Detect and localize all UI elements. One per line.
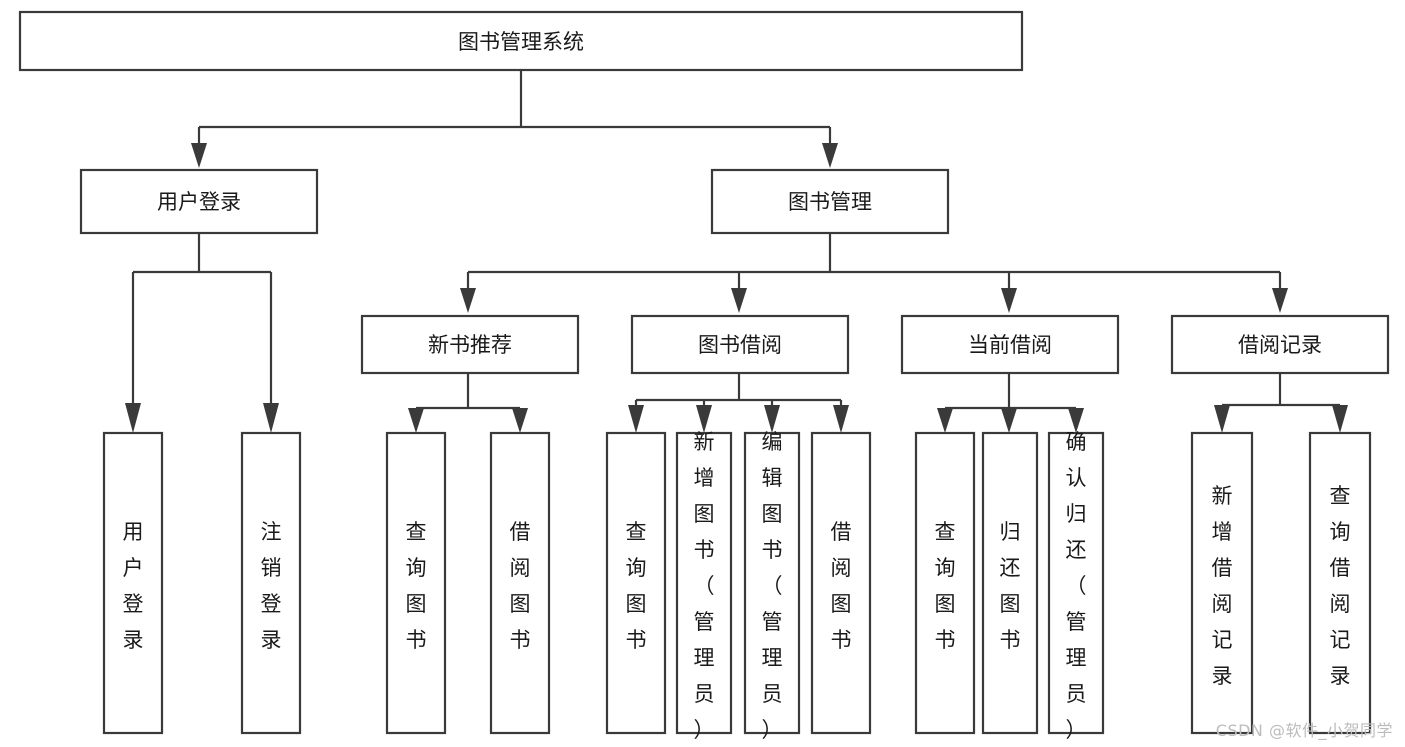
leaf-bb-add-book-label: 新增图书（管理员）	[694, 430, 715, 742]
node-book-management-label: 图书管理	[788, 190, 872, 214]
leaf-logout-box[interactable]	[240, 431, 302, 735]
leaf-node[interactable]: 新增借阅记录	[1190, 431, 1254, 735]
leaf-node[interactable]: 新增图书（管理员）	[675, 430, 733, 742]
leaf-cb-query-book-box[interactable]	[914, 431, 976, 735]
arrow-head-new-book-recommend	[460, 288, 476, 313]
leaf-nbr-query-book-box[interactable]	[385, 431, 447, 735]
leaf-node[interactable]: 查询图书	[385, 431, 447, 735]
node-current-borrow[interactable]: 当前借阅	[900, 314, 1120, 375]
node-book-borrow[interactable]: 图书借阅	[630, 314, 850, 375]
arrow-head-leaf-logout	[263, 403, 279, 433]
arrow-head-nbr-leaf-1	[408, 408, 424, 433]
arrow-head-borrow-record	[1272, 288, 1288, 313]
leaf-user-login-box[interactable]	[102, 431, 164, 735]
node-book-borrow-label: 图书借阅	[698, 333, 782, 357]
connector-group-borrow-record	[1214, 373, 1348, 433]
arrow-head-bb-leaf-3	[764, 405, 780, 433]
leaf-node[interactable]: 注销登录	[240, 431, 302, 735]
node-user-login-label: 用户登录	[157, 190, 241, 214]
leaf-br-add-record-box[interactable]	[1190, 431, 1254, 735]
leaf-bb-query-book-label: 查询图书	[626, 520, 647, 652]
leaf-cb-confirm-return-box[interactable]	[1047, 431, 1105, 735]
connector-group-book-borrow	[628, 373, 849, 433]
arrow-head-book-borrow	[731, 288, 747, 313]
arrow-head-br-leaf-2	[1332, 405, 1348, 433]
node-root-label: 图书管理系统	[458, 30, 584, 54]
node-new-book-recommend-label: 新书推荐	[428, 333, 512, 357]
arrow-head-br-leaf-1	[1214, 405, 1230, 433]
leaf-user-login-label: 用户登录	[123, 520, 144, 652]
leaf-node[interactable]: 查询借阅记录	[1308, 431, 1372, 735]
node-book-management[interactable]: 图书管理	[710, 168, 950, 235]
node-current-borrow-box[interactable]	[900, 314, 1120, 375]
node-current-borrow-label: 当前借阅	[968, 333, 1052, 357]
connector-group-book-mgmt	[460, 233, 1288, 313]
arrow-head-bb-leaf-4	[833, 405, 849, 433]
csdn-watermark: CSDN @软件_小贺同学	[1215, 721, 1393, 740]
leaf-bb-borrow-book-label: 借阅图书	[831, 520, 852, 652]
leaf-node[interactable]: 查询图书	[605, 431, 667, 735]
leaf-br-query-record-box[interactable]	[1308, 431, 1372, 735]
connector-group-current-borrow	[937, 373, 1084, 433]
node-borrow-record-label: 借阅记录	[1238, 333, 1322, 357]
arrow-head-nbr-leaf-2	[512, 408, 528, 433]
arrow-head-cb-leaf-1	[937, 408, 953, 433]
arrow-head-book-mgmt	[822, 143, 838, 168]
node-user-login[interactable]: 用户登录	[79, 168, 319, 235]
leaf-bb-add-book-box[interactable]	[675, 431, 733, 735]
node-user-login-box[interactable]	[79, 168, 319, 235]
leaf-bb-query-book-box[interactable]	[605, 431, 667, 735]
leaf-bb-edit-book-label: 编辑图书（管理员）	[762, 430, 783, 742]
leaf-cb-return-book-box[interactable]	[981, 431, 1039, 735]
arrow-head-user-login	[191, 143, 207, 168]
leaf-br-query-record-label: 查询借阅记录	[1330, 484, 1351, 688]
arrow-head-bb-leaf-1	[628, 405, 644, 433]
leaf-node[interactable]: 确认归还（管理员）	[1047, 430, 1105, 742]
leaf-nbr-query-book-label: 查询图书	[406, 520, 427, 652]
leaf-node[interactable]: 归还图书	[981, 431, 1039, 735]
leaf-node[interactable]: 借阅图书	[810, 431, 872, 735]
connector-group-user-login	[125, 233, 279, 433]
leaf-node[interactable]: 编辑图书（管理员）	[743, 430, 801, 742]
leaf-node[interactable]: 借阅图书	[489, 431, 551, 735]
leaf-logout-label: 注销登录	[261, 520, 282, 652]
connector-group-root	[191, 70, 838, 168]
node-borrow-record[interactable]: 借阅记录	[1170, 314, 1390, 375]
leaf-nbr-borrow-book-label: 借阅图书	[510, 520, 531, 652]
leaf-bb-borrow-book-box[interactable]	[810, 431, 872, 735]
arrow-head-current-borrow	[1001, 288, 1017, 313]
arrow-head-bb-leaf-2	[696, 405, 712, 433]
connector-group-new-book-recommend	[408, 373, 528, 433]
node-new-book-recommend-box[interactable]	[360, 314, 580, 375]
leaf-br-add-record-label: 新增借阅记录	[1212, 484, 1233, 688]
leaf-cb-confirm-return-label: 确认归还（管理员）	[1066, 430, 1087, 742]
arrow-head-cb-leaf-2	[1001, 408, 1017, 433]
node-book-management-box[interactable]	[710, 168, 950, 235]
arrow-head-cb-leaf-3	[1068, 408, 1084, 433]
node-new-book-recommend[interactable]: 新书推荐	[360, 314, 580, 375]
leaf-cb-query-book-label: 查询图书	[935, 520, 956, 652]
node-book-borrow-box[interactable]	[630, 314, 850, 375]
arrow-head-leaf-user-login	[125, 403, 141, 433]
leaf-nbr-borrow-book-box[interactable]	[489, 431, 551, 735]
leaf-cb-return-book-label: 归还图书	[1000, 520, 1021, 652]
node-root[interactable]: 图书管理系统	[18, 10, 1024, 72]
leaf-bb-edit-book-box[interactable]	[743, 431, 801, 735]
leaf-node[interactable]: 用户登录	[102, 431, 164, 735]
node-borrow-record-box[interactable]	[1170, 314, 1390, 375]
leaf-node[interactable]: 查询图书	[914, 431, 976, 735]
node-root-box[interactable]	[18, 10, 1024, 72]
